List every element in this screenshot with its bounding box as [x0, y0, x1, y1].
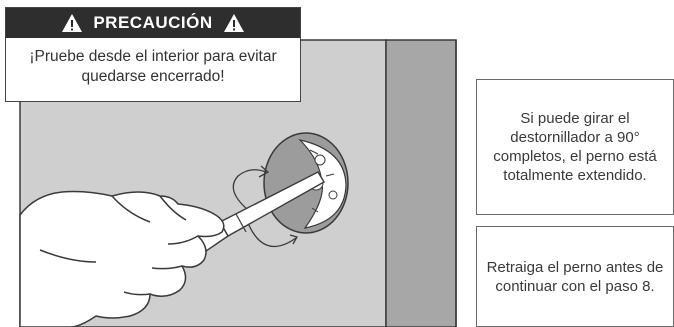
caution-header: PRECAUCIÓN	[6, 8, 300, 38]
note-retract-bolt-text: Retraiga el perno antes de continuar con…	[486, 258, 664, 295]
note-fully-extended: Si puede girar el destornillador a 90° c…	[476, 79, 674, 215]
door-edge	[385, 39, 457, 327]
note-fully-extended-text: Si puede girar el destornillador a 90° c…	[493, 110, 657, 184]
caution-callout: PRECAUCIÓN ¡Pruebe desde el interior par…	[5, 7, 301, 102]
caution-message: ¡Pruebe desde el interior para evitar qu…	[29, 48, 277, 85]
warning-icon	[223, 14, 244, 32]
caution-title: PRECAUCIÓN	[93, 13, 213, 32]
warning-icon	[62, 14, 83, 32]
rotation-arrows	[232, 165, 298, 248]
note-retract-bolt: Retraiga el perno antes de continuar con…	[476, 226, 674, 327]
hand	[19, 190, 225, 327]
